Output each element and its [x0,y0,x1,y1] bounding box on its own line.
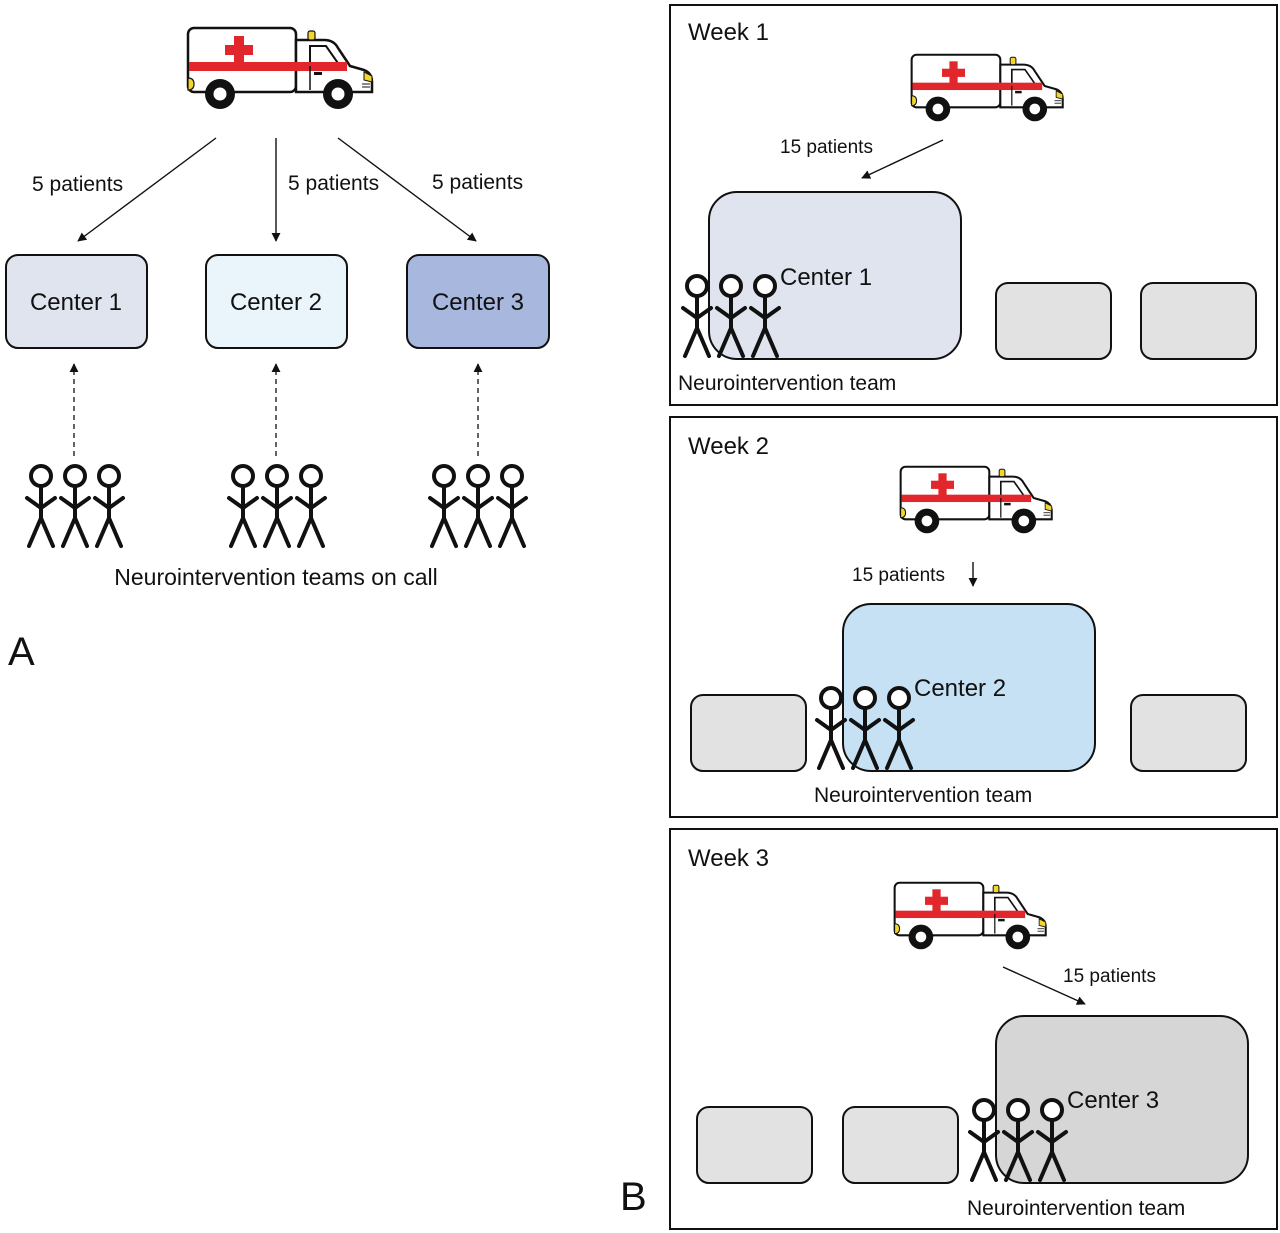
week-3-center-label: Center 3 [1067,1087,1159,1114]
week-1-panel: Week 1 15 patients Center 1 Neurointerve… [669,4,1278,406]
week-3-arrow [1002,966,1086,1005]
stick-figure-icon [93,464,125,548]
week-2-inactive-center [690,694,807,772]
week-2-center-label: Center 2 [914,675,1006,702]
week-3-title: Week 3 [688,845,769,872]
center-1-box: Center 1 [5,254,148,349]
stick-figure-icon [261,464,293,548]
team-2 [227,464,327,548]
stick-figure-icon [59,464,91,548]
ambulance-icon [186,26,374,111]
week-1-active-center [708,191,962,360]
stick-figure-icon [496,464,528,548]
center-3-label: Center 3 [432,289,524,316]
week-1-title: Week 1 [688,19,769,46]
center-2-box: Center 2 [205,254,348,349]
week-3-inactive-center [842,1106,959,1184]
arrow-to-center-1 [77,137,217,242]
week-1-inactive-center [995,282,1112,360]
panel-a-letter: A [8,630,35,674]
week-1-inactive-center [1140,282,1257,360]
week-3-panel: Week 3 15 patients Center 3 Neurointerve… [669,828,1278,1230]
center-3-box: Center 3 [406,254,550,349]
panel-b-letter: B [620,1175,647,1219]
center-1-label: Center 1 [30,289,122,316]
week-3-team-label: Neurointervention team [967,1197,1185,1220]
week-3-inactive-center [696,1106,813,1184]
week-2-patients: 15 patients [852,565,945,586]
week-2-inactive-center [1130,694,1247,772]
week-3-active-center [995,1015,1249,1184]
team-1 [25,464,125,548]
stick-figure-icon [227,464,259,548]
teams-on-call-label: Neurointervention teams on call [114,564,437,590]
week-1-arrow [861,139,944,179]
stick-figure-icon [25,464,57,548]
patients-label-2: 5 patients [288,172,379,195]
patients-label-3: 5 patients [432,171,523,194]
week-1-center-label: Center 1 [780,264,872,291]
panel-a: 5 patients 5 patients 5 patients Center … [5,26,550,674]
week-2-active-center [842,603,1096,772]
stick-figure-icon [295,464,327,548]
stick-figure-icon [428,464,460,548]
week-2-panel: Week 2 15 patients Center 2 Neurointerve… [669,416,1278,818]
team-3 [428,464,528,548]
center-2-label: Center 2 [230,289,322,316]
week-1-patients: 15 patients [780,137,873,158]
week-3-patients: 15 patients [1063,966,1156,987]
week-2-title: Week 2 [688,433,769,460]
arrow-to-center-3 [337,137,477,242]
week-1-team-label: Neurointervention team [678,372,896,395]
stick-figure-icon [462,464,494,548]
patients-label-1: 5 patients [32,173,123,196]
week-2-team-label: Neurointervention team [814,784,1032,807]
